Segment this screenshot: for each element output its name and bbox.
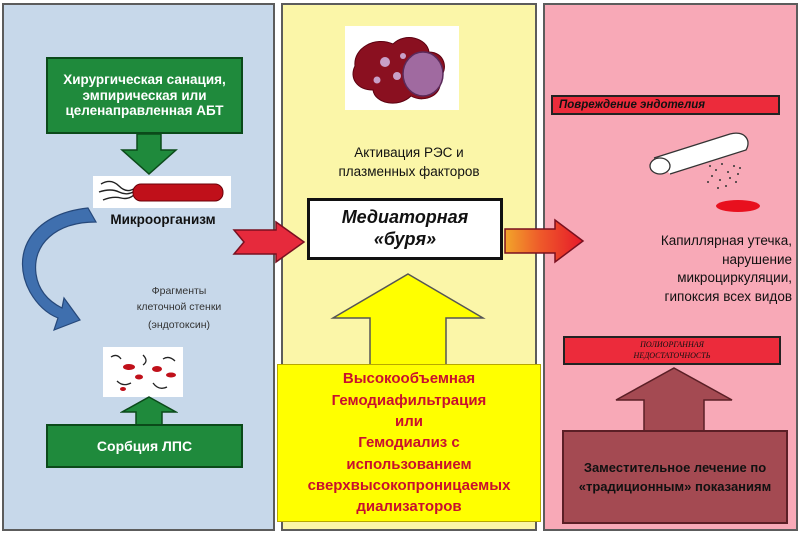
fragments-image bbox=[103, 347, 183, 397]
replacement-line2: «традиционным» показаниям bbox=[578, 479, 772, 494]
replacement-line1: Заместительное лечение по bbox=[583, 459, 767, 475]
therapy-line-3: или bbox=[395, 413, 423, 431]
effects-line-3: микроциркуляции, bbox=[677, 270, 792, 286]
green-up-arrow bbox=[120, 396, 178, 426]
therapy-line-4: Гемодиализ с bbox=[358, 434, 460, 452]
microorganism-label: Микроорганизм bbox=[110, 212, 216, 227]
mediator-storm-box: Медиаторная «буря» bbox=[307, 198, 503, 260]
arrow-to-right bbox=[504, 218, 585, 264]
organ-failure-line2: НЕДОСТАТОЧНОСТЬ bbox=[633, 350, 711, 360]
green-down-arrow bbox=[120, 134, 178, 176]
effects-text: Капиллярная утечка, нарушение микроцирку… bbox=[596, 232, 792, 307]
activation-line1: Активация РЭС и bbox=[354, 145, 464, 160]
effects-line-4: гипоксия всех видов bbox=[664, 288, 792, 304]
therapy-line-2: Гемодиафильтрация bbox=[331, 391, 487, 409]
therapy-line-1: Высокообъемная bbox=[342, 370, 476, 388]
cell-icon bbox=[352, 37, 445, 104]
bacterium-icon bbox=[98, 180, 224, 202]
effects-line-2: нарушение bbox=[722, 251, 792, 267]
red-up-arrow bbox=[615, 367, 733, 434]
vessel-icon bbox=[649, 132, 760, 212]
yellow-up-arrow bbox=[330, 273, 486, 367]
storm-line1: Медиаторная bbox=[341, 207, 469, 228]
organ-failure-line1: ПОЛИОРГАННАЯ bbox=[640, 340, 704, 350]
therapy-box: Хирургическая санация, эмпирическая или … bbox=[46, 57, 243, 134]
fragments-line1: Фрагменты bbox=[151, 285, 207, 297]
storm-line2: «буря» bbox=[373, 229, 437, 249]
replacement-therapy-box: Заместительное лечение по «традиционным»… bbox=[562, 430, 788, 524]
therapy-line-7: диализаторов bbox=[356, 498, 462, 516]
curved-arrow bbox=[21, 207, 98, 332]
therapy-line-5: использованием bbox=[346, 455, 472, 473]
fragments-icon bbox=[110, 354, 176, 391]
hemofiltration-box: Высокообъемная Гемодиафильтрация или Гем… bbox=[277, 364, 541, 522]
sorption-box: Сорбция ЛПС bbox=[46, 424, 243, 468]
microorganism-image bbox=[93, 176, 231, 208]
organ-failure-box: ПОЛИОРГАННАЯ НЕДОСТАТОЧНОСТЬ bbox=[563, 336, 781, 365]
arrow-to-middle bbox=[232, 220, 306, 264]
fragments-line3: (эндотоксин) bbox=[147, 319, 211, 331]
effects-line-1: Капиллярная утечка, bbox=[660, 233, 792, 248]
cell-image bbox=[345, 26, 459, 110]
endothelium-label: Повреждение эндотелия bbox=[551, 95, 780, 115]
fragments-line2: клеточной стенки bbox=[136, 301, 222, 313]
activation-line2: плазменных факторов bbox=[338, 164, 480, 179]
therapy-line-6: сверхвысокопроницаемых bbox=[307, 476, 511, 494]
